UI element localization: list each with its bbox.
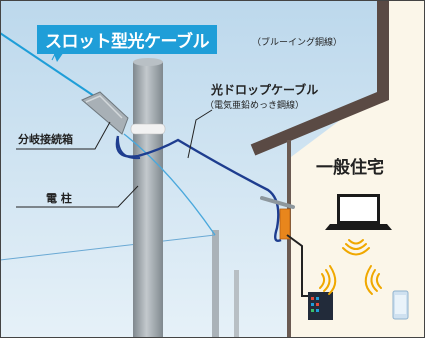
indoor-wire [286,234,310,297]
pole-band [130,123,166,135]
junction-box-icon [81,91,129,135]
distant-pole-2 [234,270,239,338]
house [250,0,425,338]
slot-cable-continuation [123,133,216,236]
house-label: 一般住宅 [316,158,384,178]
drop-cable-label: 光ドロップケーブル [211,83,319,97]
distant-wire [0,234,216,261]
slot-cable [0,32,101,101]
utility-pole [133,62,163,338]
slot-cable-title: スロット型光ケーブル [37,25,217,54]
laptop-icon [325,194,392,230]
drop-cable-leader [187,109,213,159]
pole-label: 電 柱 [46,192,72,205]
junction-box-label: 分岐接続箱 [18,133,73,146]
router-icon [308,292,333,320]
slot-cable-note: （ブルーイング銅線） [252,38,343,48]
wifi-signal-icon [319,239,382,295]
drop-cable-note: （電気亜鉛めっき鋼線） [205,101,305,111]
smartphone-icon [392,290,409,320]
onu-box-icon [279,208,291,240]
drop-cable-hook [260,196,295,209]
junction-box-leader [16,121,111,150]
distant-pole-1 [212,230,219,338]
drop-cable [115,135,282,242]
pole-leader [16,185,139,208]
